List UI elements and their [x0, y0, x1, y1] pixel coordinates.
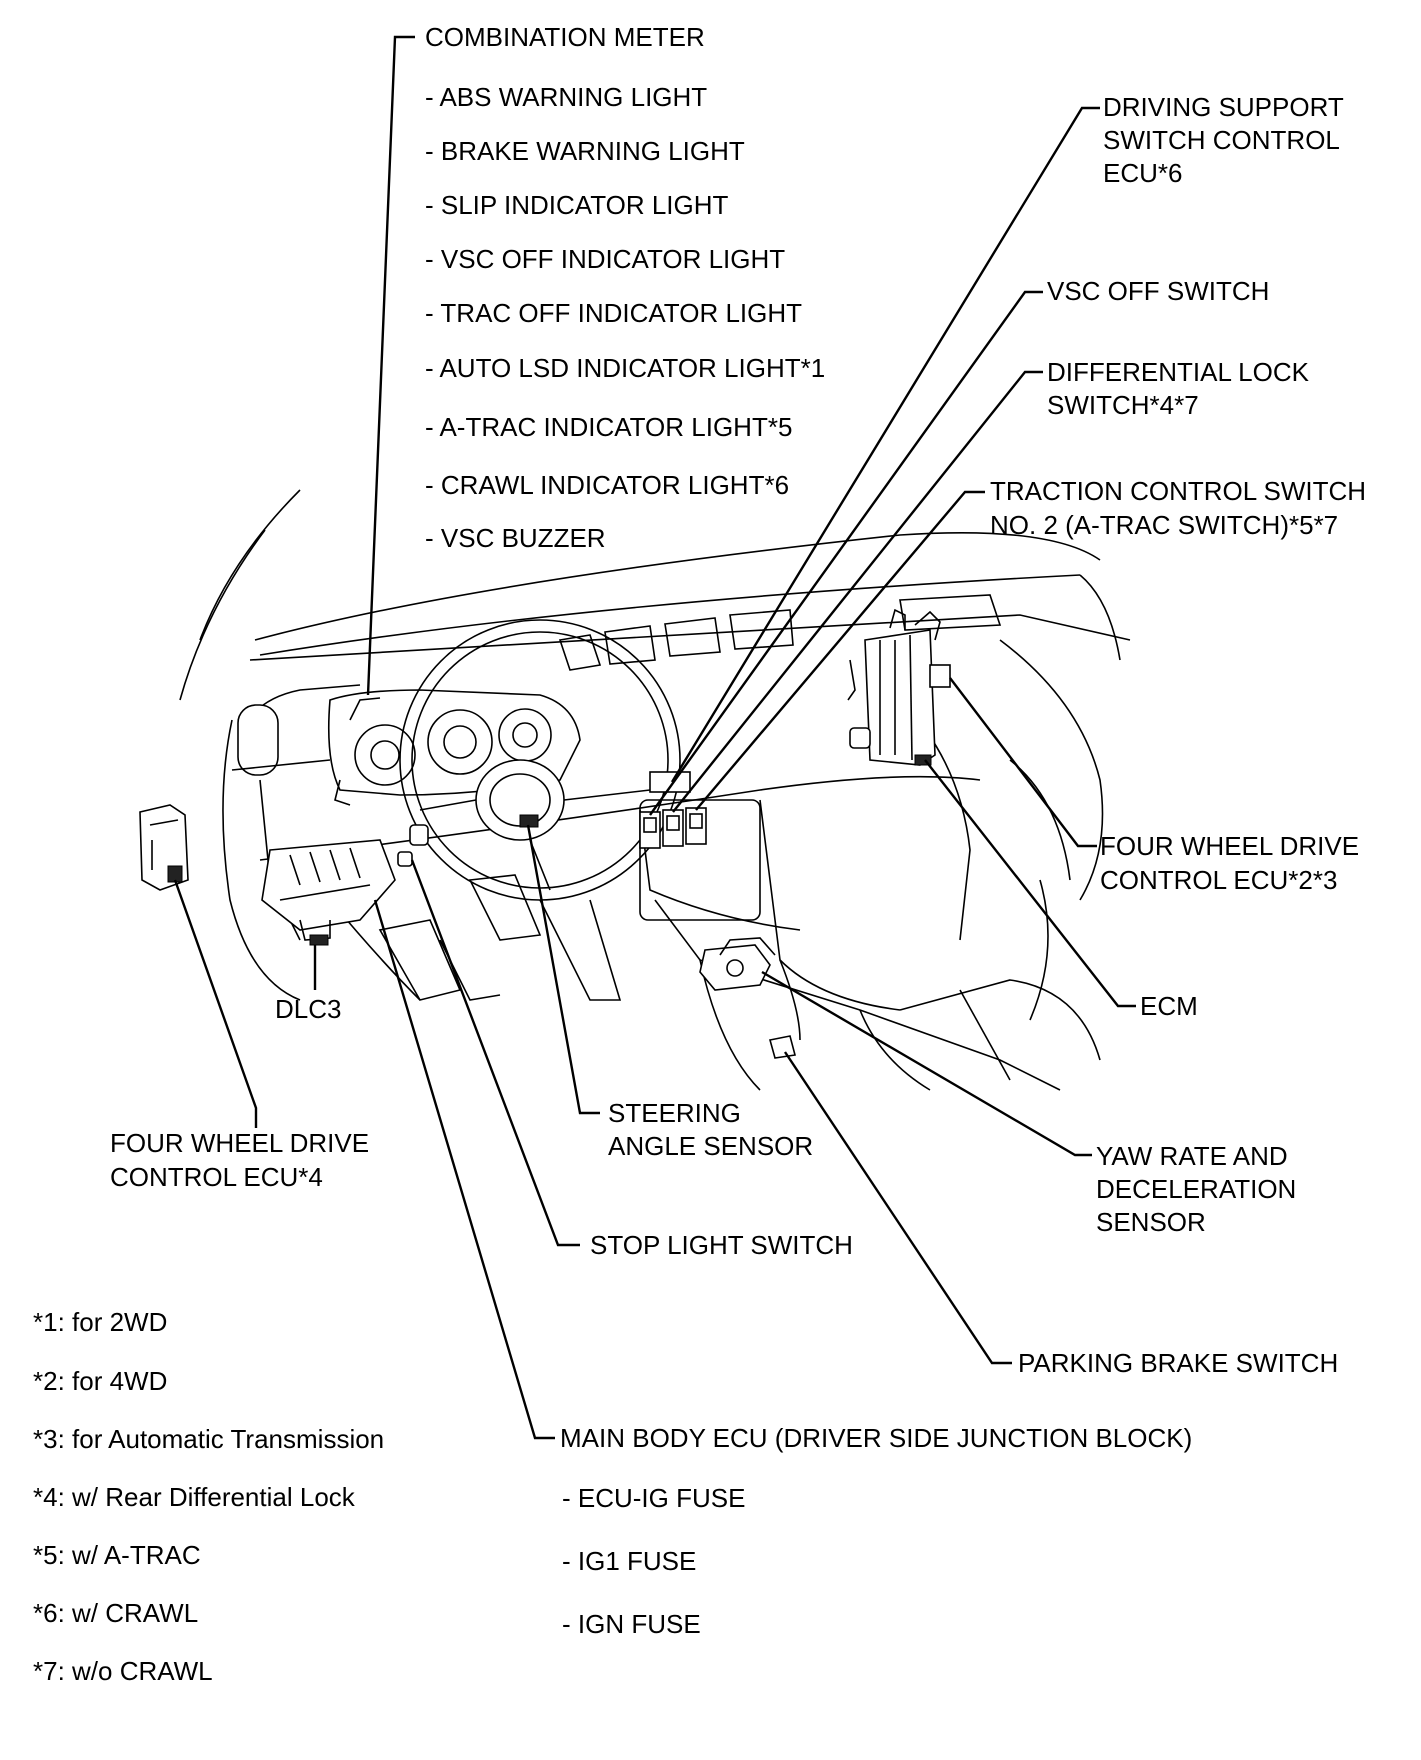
label-driving-support-3: ECU*6: [1103, 158, 1182, 188]
label-brake-warning: - BRAKE WARNING LIGHT: [425, 136, 745, 166]
label-a-trac-indicator: - A-TRAC INDICATOR LIGHT*5: [425, 412, 792, 442]
label-abs-warning: - ABS WARNING LIGHT: [425, 82, 707, 112]
footnote-5: *5: w/ A-TRAC: [33, 1540, 201, 1570]
label-diff-lock-2: SWITCH*4*7: [1047, 390, 1199, 420]
label-combination-meter: COMBINATION METER: [425, 22, 705, 52]
label-ecu-ig-fuse: - ECU-IG FUSE: [562, 1483, 745, 1513]
component-labels: COMBINATION METER - ABS WARNING LIGHT - …: [110, 22, 1366, 1639]
label-main-body-ecu: MAIN BODY ECU (DRIVER SIDE JUNCTION BLOC…: [560, 1423, 1192, 1453]
leader-parking-brake: [784, 1051, 1012, 1365]
label-yaw-2: DECELERATION: [1096, 1174, 1296, 1204]
leader-ecm: [924, 759, 1136, 1008]
label-driving-support-1: DRIVING SUPPORT: [1103, 92, 1344, 122]
leader-main-body-ecu: [373, 899, 555, 1440]
label-slip-indicator: - SLIP INDICATOR LIGHT: [425, 190, 729, 220]
label-vsc-off-switch: VSC OFF SWITCH: [1047, 276, 1269, 306]
label-trac-off-indicator: - TRAC OFF INDICATOR LIGHT: [425, 298, 802, 328]
leader-diff-lock: [672, 370, 1043, 813]
label-vsc-off-indicator: - VSC OFF INDICATOR LIGHT: [425, 244, 785, 274]
footnotes: *1: for 2WD *2: for 4WD *3: for Automati…: [33, 1307, 384, 1686]
label-fwd-ecu23-2: CONTROL ECU*2*3: [1100, 865, 1337, 895]
leader-fwd-ecu23: [949, 677, 1097, 848]
leader-combination-meter: [366, 35, 415, 696]
label-driving-support-2: SWITCH CONTROL: [1103, 125, 1340, 155]
label-steering-2: ANGLE SENSOR: [608, 1131, 813, 1161]
leader-traction: [695, 490, 985, 811]
footnote-1: *1: for 2WD: [33, 1307, 167, 1337]
label-ign-fuse: - IGN FUSE: [562, 1609, 701, 1639]
label-stop-light-switch: STOP LIGHT SWITCH: [590, 1230, 853, 1260]
label-traction-1: TRACTION CONTROL SWITCH: [990, 476, 1366, 506]
footnote-2: *2: for 4WD: [33, 1366, 167, 1396]
label-ecm: ECM: [1140, 991, 1198, 1021]
footnote-3: *3: for Automatic Transmission: [33, 1424, 384, 1454]
leader-driving-support: [670, 106, 1100, 783]
label-yaw-3: SENSOR: [1096, 1207, 1206, 1237]
label-ig1-fuse: - IG1 FUSE: [562, 1546, 696, 1576]
leader-lines: [173, 35, 1136, 1440]
label-steering-1: STEERING: [608, 1098, 741, 1128]
footnote-6: *6: w/ CRAWL: [33, 1598, 198, 1628]
label-parking-brake-switch: PARKING BRAKE SWITCH: [1018, 1348, 1338, 1378]
leader-yaw: [761, 970, 1092, 1157]
leader-vsc-off: [649, 290, 1043, 816]
label-vsc-buzzer: - VSC BUZZER: [425, 523, 606, 553]
label-diff-lock-1: DIFFERENTIAL LOCK: [1047, 357, 1310, 387]
label-fwd-ecu4-2: CONTROL ECU*4: [110, 1162, 323, 1192]
footnote-7: *7: w/o CRAWL: [33, 1656, 213, 1686]
leader-stop-light: [410, 859, 580, 1247]
leader-steering: [526, 824, 600, 1115]
leader-fwd-ecu4: [173, 879, 258, 1128]
label-auto-lsd-indicator: - AUTO LSD INDICATOR LIGHT*1: [425, 353, 825, 383]
footnote-4: *4: w/ Rear Differential Lock: [33, 1482, 356, 1512]
label-fwd-ecu4-1: FOUR WHEEL DRIVE: [110, 1128, 369, 1158]
label-yaw-1: YAW RATE AND: [1096, 1141, 1288, 1171]
label-fwd-ecu23-1: FOUR WHEEL DRIVE: [1100, 831, 1359, 861]
dashboard-illustration: [139, 489, 1131, 1091]
label-traction-2: NO. 2 (A-TRAC SWITCH)*5*7: [990, 510, 1338, 540]
label-crawl-indicator: - CRAWL INDICATOR LIGHT*6: [425, 470, 789, 500]
label-dlc3: DLC3: [275, 994, 341, 1024]
